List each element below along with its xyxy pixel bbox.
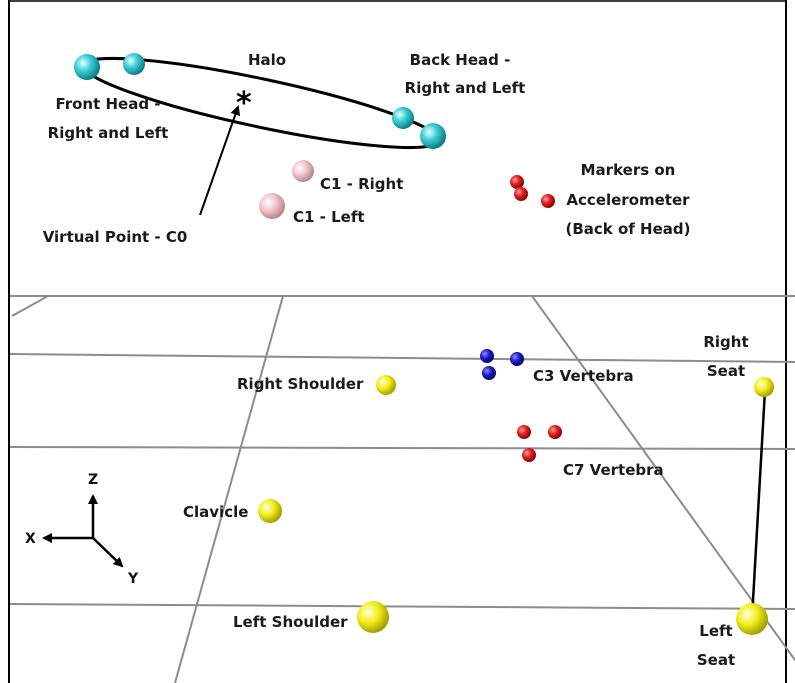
axis-x-label: X (25, 531, 36, 547)
c1-right-marker (292, 160, 314, 182)
accelerometer-marker (510, 175, 524, 189)
left-seat-label-line2: Seat (697, 651, 735, 669)
left-shoulder-label: Left Shoulder (233, 613, 348, 631)
c3-marker (480, 349, 494, 363)
c1-left-marker (259, 193, 285, 219)
grid-line (9, 603, 795, 610)
grid-line (9, 446, 795, 450)
front-head-label-line2: Right and Left (48, 124, 169, 142)
grid-line (9, 353, 795, 363)
clavicle-marker (258, 499, 282, 523)
grid-line (11, 295, 49, 317)
right-seat-label-line1: Right (703, 333, 748, 351)
accelerometer-marker (541, 194, 555, 208)
c7-vertebra-label: C7 Vertebra (563, 461, 664, 479)
halo-label: Halo (248, 51, 286, 69)
back-head-marker (392, 107, 414, 129)
right-seat-marker (754, 377, 774, 397)
back-head-label-line1: Back Head - (410, 51, 511, 69)
left-shoulder-marker (357, 601, 389, 633)
back-head-marker (420, 123, 446, 149)
c3-marker (510, 352, 524, 366)
y-axis-arrow (92, 537, 124, 568)
grid-line (531, 295, 795, 661)
c7-marker (548, 425, 562, 439)
grid-line (174, 295, 284, 683)
front-head-marker (74, 54, 100, 80)
c7-marker (517, 425, 531, 439)
floor-grid (9, 295, 795, 683)
c3-vertebra-label: C3 Vertebra (533, 367, 634, 385)
virtual-point-arrow (199, 105, 241, 216)
left-seat-marker (736, 603, 768, 635)
c1-left-label: C1 - Left (293, 208, 365, 226)
virtual-point-label: Virtual Point - C0 (43, 228, 188, 246)
right-shoulder-label: Right Shoulder (237, 375, 364, 393)
accelerometer-label-line2: Accelerometer (566, 191, 690, 209)
seat-connector-line (750, 389, 767, 619)
front-head-marker (123, 53, 145, 75)
accelerometer-label-line3: (Back of Head) (566, 220, 691, 238)
accelerometer-label-line1: Markers on (581, 161, 676, 179)
axis-y-label: Y (127, 571, 139, 587)
axis-z-label: Z (88, 472, 98, 488)
c7-marker (522, 448, 536, 462)
coordinate-axes (42, 494, 124, 568)
clavicle-label: Clavicle (183, 503, 248, 521)
c3-marker (482, 366, 496, 380)
accelerometer-marker (514, 187, 528, 201)
front-head-label-line1: Front Head - (55, 95, 160, 113)
right-shoulder-marker (376, 375, 396, 395)
left-seat-label-line1: Left (699, 622, 732, 640)
virtual-point-symbol: * (236, 86, 252, 121)
right-seat-label-line2: Seat (707, 362, 745, 380)
back-head-label-line2: Right and Left (405, 79, 526, 97)
c1-right-label: C1 - Right (320, 175, 403, 193)
